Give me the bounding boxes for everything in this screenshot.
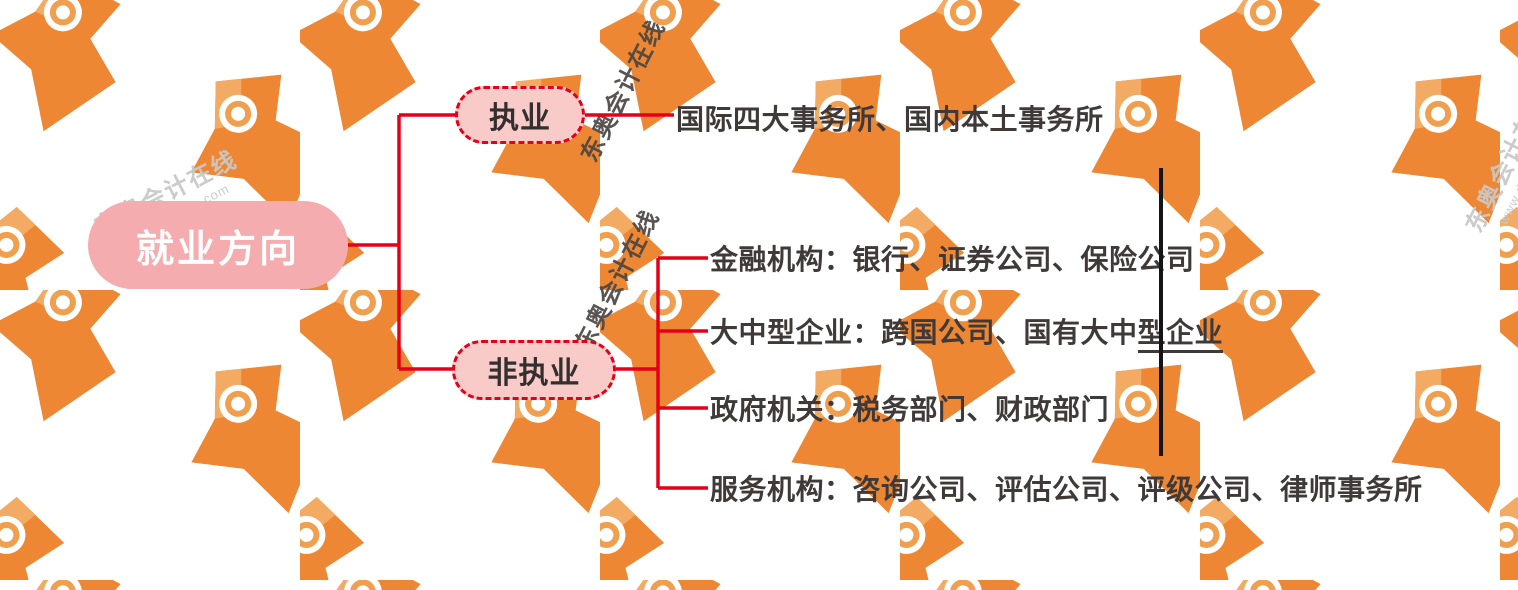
leaf-financial-institutions: 金融机构：银行、证券公司、保险公司 [710, 244, 1195, 275]
root-node-employment-direction: 就业方向 [88, 201, 348, 289]
branch-node-label: 非执业 [487, 357, 581, 390]
connector-lines [348, 113, 708, 490]
leaf-government-agencies: 政府机关：税务部门、财政部门 [710, 394, 1110, 425]
leaf-service-organizations: 服务机构：咨询公司、评估公司、评级公司、律师事务所 [710, 474, 1423, 505]
branch-node-practicing: 执业 [455, 86, 585, 144]
branch-node-non-practicing: 非执业 [452, 340, 616, 400]
root-node-label: 就业方向 [135, 228, 300, 271]
leaf-text-main: 大中型企业：跨国公司、国有大中 [710, 317, 1138, 348]
leaf-text-underlined: 型企业 [1137, 317, 1224, 353]
leaf-accounting-firms: 国际四大事务所、国内本土事务所 [676, 104, 1104, 135]
vertical-divider-line [1159, 168, 1163, 456]
leaf-large-enterprises: 大中型企业：跨国公司、国有大中型企业 [710, 311, 1224, 353]
branch-node-label: 执业 [489, 102, 551, 135]
